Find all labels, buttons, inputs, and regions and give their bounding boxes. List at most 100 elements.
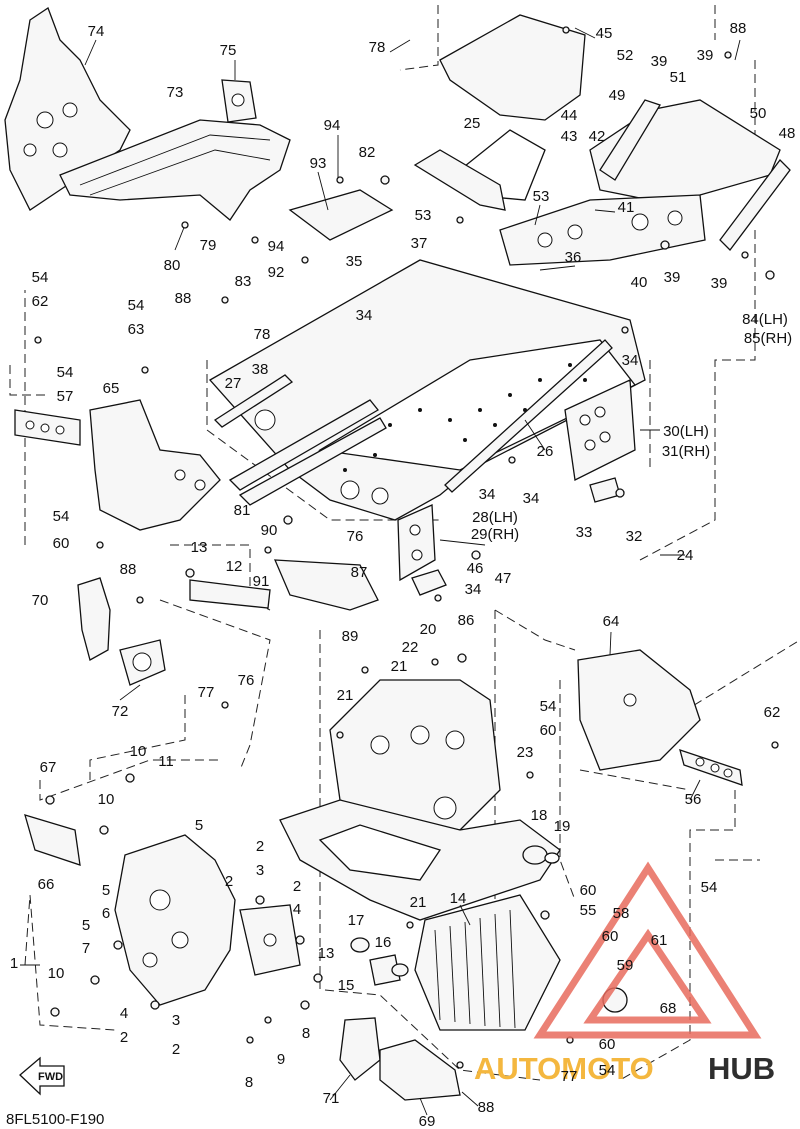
part-number-label: 81	[234, 502, 251, 519]
part-number-label: 17	[348, 912, 365, 929]
part-number-label: 54	[701, 879, 718, 896]
part-number-label: 23	[517, 744, 534, 761]
part-number-label: 4	[120, 1005, 128, 1022]
part-number-label: 78	[254, 326, 271, 343]
part-number-label: 67	[40, 759, 57, 776]
part-number-label: 60	[53, 535, 70, 552]
part-number-label: 62	[32, 293, 49, 310]
part-number-label: 60	[580, 882, 597, 899]
part-number-label: 2	[256, 838, 264, 855]
part-number-label: 13	[191, 539, 208, 556]
part-number-label: 45	[596, 25, 613, 42]
part-5-lower-frame	[114, 834, 236, 1006]
watermark-text-part1: AUTOMOTO	[474, 1051, 654, 1086]
part-number-label: 51	[670, 69, 687, 86]
part-81-rails	[228, 399, 387, 506]
part-25-rear-upper-frame	[413, 14, 586, 211]
part-number-label: 88	[120, 561, 137, 578]
part-number-label: 33	[576, 524, 593, 541]
part-number-label: 73	[167, 84, 184, 101]
part-56-plate	[679, 749, 743, 786]
part-number-label: 47	[495, 570, 512, 587]
part-number-label: 88	[478, 1099, 495, 1116]
part-number-label: 31(RH)	[662, 443, 710, 460]
part-72-plate	[119, 639, 166, 686]
part-number-label: 34	[479, 486, 496, 503]
part-50-rear-rail	[589, 99, 791, 251]
part-18-19-rings	[522, 845, 560, 865]
part-number-label: 21	[391, 658, 408, 675]
part-number-label: 32	[626, 528, 643, 545]
part-number-label: 39	[697, 47, 714, 64]
part-64-bracket	[577, 649, 701, 771]
fasteners	[34, 26, 779, 1069]
part-number-label: 27	[225, 375, 242, 392]
part-number-label: 38	[252, 361, 269, 378]
part-number-label: 1	[10, 955, 18, 972]
part-number-label: 53	[533, 188, 550, 205]
part-number-label: 61	[651, 932, 668, 949]
part-number-label: 54	[53, 508, 70, 525]
part-number-label: 5	[195, 817, 203, 834]
part-number-label: 48	[779, 125, 796, 142]
part-14-radiator	[414, 894, 561, 1031]
part-89-plate	[273, 559, 379, 611]
part-number-label: 24	[677, 547, 694, 564]
part-number-label: 52	[617, 47, 634, 64]
part-69-duct	[379, 1039, 461, 1101]
part-number-label: 74	[88, 23, 105, 40]
part-number-label: 55	[580, 902, 597, 919]
part-71-duct	[339, 1017, 381, 1081]
part-12-bracket	[189, 579, 271, 609]
part-number-label: 54	[32, 269, 49, 286]
part-number-label: 54	[57, 364, 74, 381]
part-number-label: 50	[750, 105, 767, 122]
part-number-label: 90	[261, 522, 278, 539]
part-40-side-bracket	[499, 194, 706, 266]
part-number-label: 15	[338, 977, 355, 994]
part-number-label: 22	[402, 639, 419, 656]
part-number-label: 88	[730, 20, 747, 37]
part-number-label: 60	[540, 722, 557, 739]
part-number-label: 89	[342, 628, 359, 645]
part-number-label: 70	[32, 592, 49, 609]
part-number-label: 34	[523, 490, 540, 507]
part-number-label: 10	[48, 965, 65, 982]
part-number-label: 3	[172, 1012, 180, 1029]
part-number-label: 82	[359, 144, 376, 161]
part-number-label: 3	[256, 862, 264, 879]
part-93-plate	[288, 189, 394, 241]
part-number-label: 8	[245, 1074, 253, 1091]
part-number-label: 7	[82, 940, 90, 957]
part-46-plate	[411, 569, 447, 596]
part-2-bracket	[239, 904, 301, 976]
part-number-label: 13	[318, 945, 335, 962]
part-number-label: 42	[589, 128, 606, 145]
part-number-label: 59	[617, 957, 634, 974]
part-number-label: 79	[200, 237, 217, 254]
part-27-side-rail	[213, 374, 294, 428]
part-number-label: 5	[82, 917, 90, 934]
part-66-bracket	[24, 814, 81, 866]
part-number-label: 34	[622, 352, 639, 369]
part-number-label: 34	[356, 307, 373, 324]
part-number-label: 40	[631, 274, 648, 291]
part-number-label: 85(RH)	[744, 330, 792, 347]
part-number-label: 78	[369, 39, 386, 56]
part-22-front-frame	[329, 679, 501, 831]
part-number-label: 21	[410, 894, 427, 911]
part-number-label: 36	[565, 249, 582, 266]
part-33-bracket	[589, 477, 621, 503]
part-number-label: 58	[613, 905, 630, 922]
watermark-text-part2: HUB	[708, 1051, 775, 1086]
part-number-label: 64	[603, 613, 620, 630]
part-number-label: 68	[660, 1000, 677, 1017]
part-30-bracket	[564, 379, 636, 481]
part-number-label: 8	[302, 1025, 310, 1042]
part-number-label: 6	[102, 905, 110, 922]
part-number-label: 21	[337, 687, 354, 704]
part-number-label: 16	[375, 934, 392, 951]
part-number-label: 77	[561, 1068, 578, 1085]
